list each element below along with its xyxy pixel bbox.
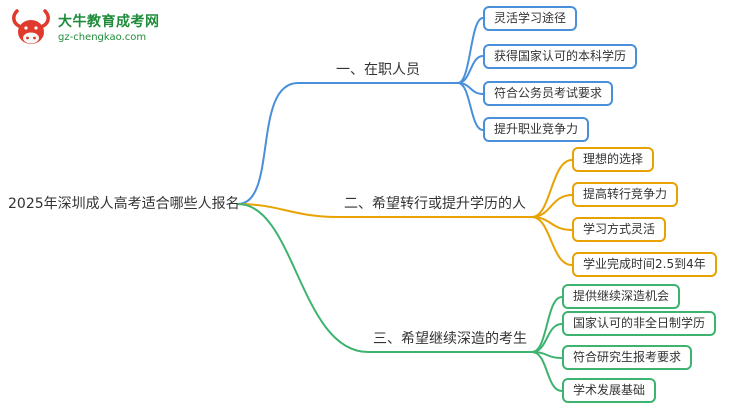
logo-text: 大牛教育成考网 gz-chengkao.com [58,14,160,44]
leaf-node: 灵活学习途径 [483,6,578,31]
connector-root-branch1 [237,82,299,205]
logo-url: gz-chengkao.com [58,31,147,43]
leaf-node: 国家认可的非全日制学历 [562,311,717,336]
connector-branch1-child4 [457,82,484,131]
leaf-node: 符合研究生报考要求 [562,345,693,370]
connector-root-branch2 [237,203,339,218]
branch-label-1: 一、在职人员 [298,61,458,84]
leaf-node: 符合公务员考试要求 [483,81,614,106]
root-node: 2025年深圳成人高考适合哪些人报名 [8,196,240,212]
connector-branch1-child2 [457,55,484,84]
leaf-node: 提升职业竞争力 [483,117,590,142]
branch-label-2: 二、希望转行或提升学历的人 [338,195,532,218]
leaf-node: 提供继续深造机会 [562,284,681,309]
leaf-node: 学业完成时间2.5到4年 [572,252,717,277]
branch-label-3: 三、希望继续深造的考生 [368,330,532,353]
logo-title: 大牛教育成考网 [58,14,160,30]
connector-branch1-child1 [457,17,484,84]
site-logo[interactable]: 大牛教育成考网 gz-chengkao.com [10,8,160,50]
connector-branch3-child4 [531,351,563,392]
leaf-node: 提高转行竞争力 [572,182,679,207]
bull-icon [12,9,50,44]
leaf-node: 学习方式灵活 [572,217,667,242]
connector-root-branch3 [237,203,369,353]
leaf-node: 获得国家认可的本科学历 [483,44,638,69]
leaf-node: 理想的选择 [572,147,655,172]
connector-branch2-child1 [531,159,573,218]
connector-branch2-child4 [531,216,573,266]
leaf-node: 学术发展基础 [562,378,657,403]
